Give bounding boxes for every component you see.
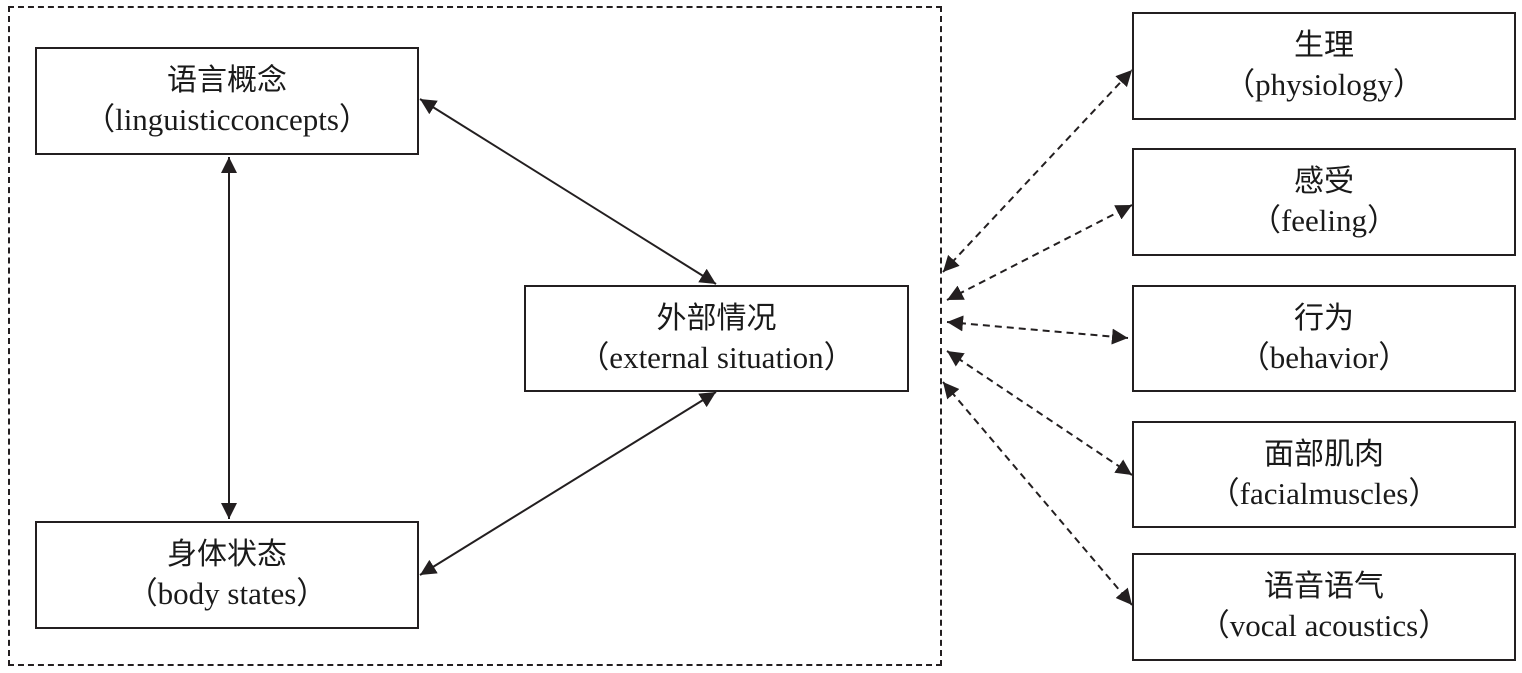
node-feeling-en: （feeling） bbox=[1249, 203, 1399, 238]
node-body-states-en: （body states） bbox=[126, 576, 328, 611]
node-physiology: 生理 （physiology） bbox=[1132, 12, 1516, 120]
edge-group-facial-muscles bbox=[946, 350, 1133, 476]
edge-group-behavior bbox=[946, 315, 1129, 345]
edge-body-external bbox=[419, 391, 717, 576]
node-physiology-zh: 生理 bbox=[1294, 28, 1354, 63]
edge-group-vocal-acoustics bbox=[942, 381, 1133, 606]
node-vocal-acoustics: 语音语气 （vocal acoustics） bbox=[1132, 553, 1516, 661]
edge-linguistic-external bbox=[419, 98, 717, 285]
internal-group-dashed-boundary bbox=[8, 6, 942, 666]
node-behavior-en: （behavior） bbox=[1238, 339, 1410, 375]
node-facial-muscles-en: （facialmuscles） bbox=[1208, 475, 1440, 511]
node-feeling: 感受 （feeling） bbox=[1132, 148, 1516, 256]
edge-group-physiology bbox=[942, 69, 1133, 273]
node-body-states-zh: 身体状态 bbox=[167, 537, 287, 572]
node-external-situation: 外部情况 （external situation） bbox=[524, 285, 909, 392]
node-physiology-en: （physiology） bbox=[1224, 67, 1424, 102]
node-facial-muscles-zh: 面部肌肉 bbox=[1264, 436, 1384, 472]
node-vocal-acoustics-en: （vocal acoustics） bbox=[1198, 608, 1450, 643]
node-facial-muscles: 面部肌肉 （facialmuscles） bbox=[1132, 421, 1516, 528]
node-external-situation-zh: 外部情况 bbox=[656, 300, 777, 336]
node-body-states: 身体状态 （body states） bbox=[35, 521, 419, 629]
node-behavior-zh: 行为 bbox=[1294, 300, 1354, 336]
node-behavior: 行为 （behavior） bbox=[1132, 285, 1516, 392]
node-external-situation-en: （external situation） bbox=[578, 339, 855, 375]
edge-group-feeling bbox=[946, 204, 1133, 301]
node-linguistic-concepts: 语言概念 （linguisticconcepts） bbox=[35, 47, 419, 155]
node-vocal-acoustics-zh: 语音语气 bbox=[1264, 569, 1384, 604]
node-linguistic-concepts-zh: 语言概念 bbox=[167, 63, 287, 98]
node-linguistic-concepts-en: （linguisticconcepts） bbox=[84, 102, 370, 137]
node-feeling-zh: 感受 bbox=[1294, 164, 1354, 199]
